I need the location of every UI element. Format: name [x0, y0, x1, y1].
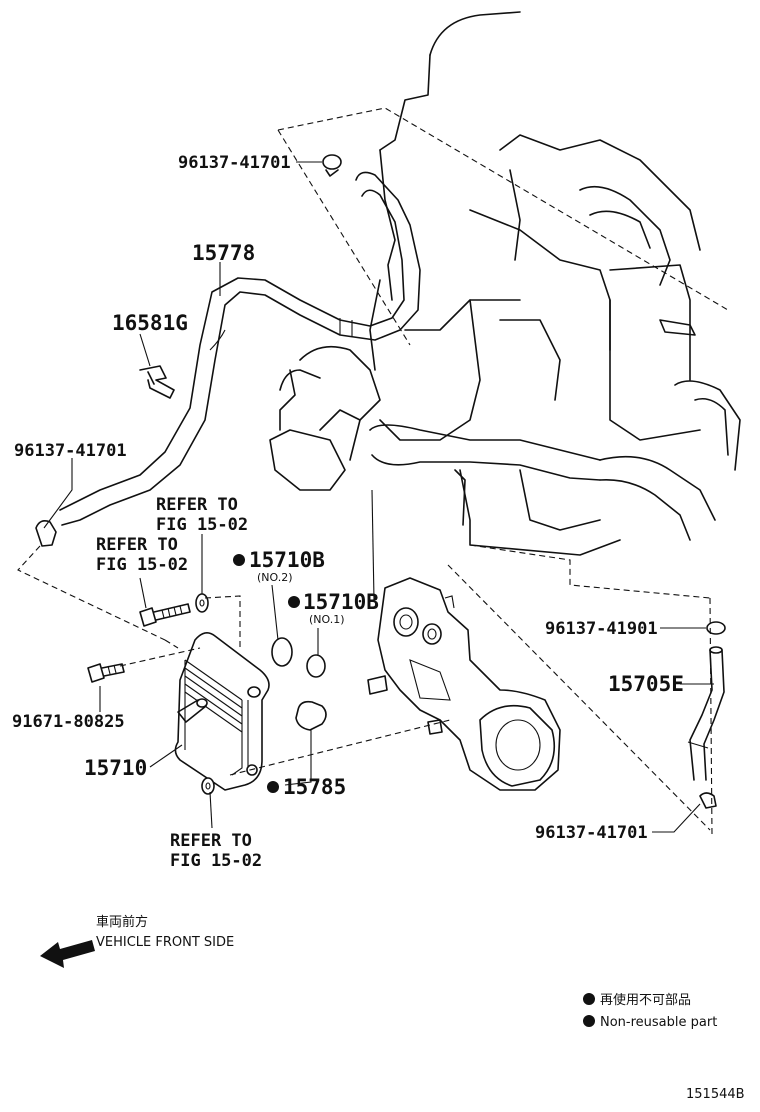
callout-15710B-no2-sub: (NO.2)	[257, 571, 293, 584]
callout-96137-41701-bottom: 96137-41701	[535, 823, 648, 843]
clip-16581G	[139, 365, 175, 399]
gaskets	[271, 637, 327, 731]
legend-dot-en	[583, 1015, 595, 1027]
refer-a-line2: FIG 15-02	[156, 515, 248, 535]
non-reusable-dot-15785	[267, 781, 279, 793]
callout-15710: 15710	[84, 756, 147, 780]
refer-b-line1: REFER TO	[96, 535, 178, 555]
callout-15705E: 15705E	[608, 672, 684, 696]
bolt-refer	[139, 593, 209, 627]
non-reusable-dot-15710B-no1	[288, 596, 300, 608]
leader-lines	[43, 161, 714, 833]
callout-16581G: 16581G	[112, 311, 188, 335]
legend-non-reusable-en: Non-reusable part	[600, 1015, 717, 1030]
engine-block	[269, 11, 741, 601]
dashed-guides	[17, 545, 713, 836]
water-pump-housing	[367, 577, 561, 791]
refer-c-line2: FIG 15-02	[170, 851, 262, 871]
callout-96137-41901: 96137-41901	[545, 619, 658, 639]
hose-15778	[35, 154, 421, 547]
figure-id: 151544B	[686, 1087, 745, 1102]
vehicle-front-jp: 車両前方	[96, 914, 148, 930]
hose-15705E	[687, 621, 726, 809]
refer-a-line1: REFER TO	[156, 495, 238, 515]
callout-91671-80825: 91671-80825	[12, 712, 125, 732]
vehicle-front-en: VEHICLE FRONT SIDE	[96, 935, 234, 950]
non-reusable-dot-15710B-no2	[233, 554, 245, 566]
vehicle-front-arrow	[40, 940, 95, 968]
oil-cooler-15710	[174, 632, 270, 795]
refer-c-line1: REFER TO	[170, 831, 252, 851]
bolt-91671	[87, 663, 125, 683]
callout-96137-41701-top: 96137-41701	[178, 153, 291, 173]
callout-15778: 15778	[192, 241, 255, 265]
callout-96137-41701-left: 96137-41701	[14, 441, 127, 461]
refer-b-line2: FIG 15-02	[96, 555, 188, 575]
callout-15710B-no1: 15710B	[303, 590, 379, 614]
callout-15785: 15785	[283, 775, 346, 799]
legend-dot-jp	[583, 993, 595, 1005]
legend-non-reusable-jp: 再使用不可部品	[600, 992, 691, 1008]
callout-15710B-no2: 15710B	[249, 548, 325, 572]
callout-15710B-no1-sub: (NO.1)	[309, 613, 345, 626]
